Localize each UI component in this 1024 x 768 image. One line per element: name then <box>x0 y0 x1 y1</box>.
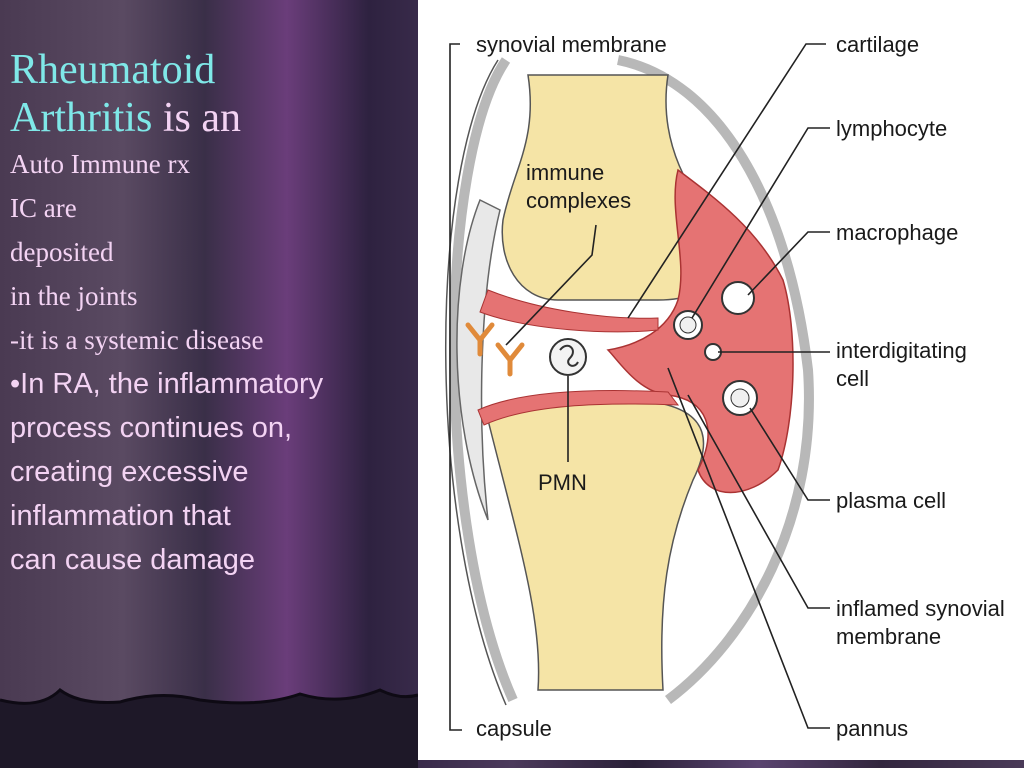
label-membrane: membrane <box>836 624 941 649</box>
joint-diagram-svg: synovial membrane cartilage lymphocyte i… <box>444 32 1005 741</box>
capsule-outer-line <box>444 59 507 706</box>
title-line-2: Arthritis is an <box>10 94 415 142</box>
capsule-outline <box>449 55 814 704</box>
title-line-1: Rheumatoid <box>10 46 415 94</box>
plasma-cell-nucleus <box>730 388 750 408</box>
label-pmn: PMN <box>538 470 587 495</box>
pmn-cell <box>549 338 587 376</box>
title-arthritis: Arthritis <box>10 95 153 141</box>
label-cartilage: cartilage <box>836 32 919 57</box>
bullet-line-2: process continues on, <box>10 412 293 444</box>
label-cell: cell <box>836 366 869 391</box>
lymphocyte-nucleus <box>679 316 697 334</box>
title-rheumatoid: Rheumatoid <box>10 47 216 93</box>
bullet-line-3: creating excessive <box>10 456 249 488</box>
label-interdigitating: interdigitating <box>836 338 967 363</box>
macrophage-cell <box>721 281 755 315</box>
pmn-nucleus <box>559 344 579 367</box>
text-line-2: IC are <box>10 193 77 223</box>
title-is-an: is an <box>162 95 241 141</box>
text-line-3: deposited <box>10 237 114 267</box>
label-plasma-cell: plasma cell <box>836 488 946 513</box>
label-inflamed-synovial: inflamed synovial <box>836 596 1005 621</box>
synovial-fold <box>456 198 501 521</box>
leader-lines <box>449 43 830 731</box>
label-capsule: capsule <box>476 716 552 741</box>
bullet-line-4: inflammation that <box>10 500 231 532</box>
label-synovial-membrane: synovial membrane <box>476 32 667 57</box>
text-line-4: in the joints <box>10 281 138 311</box>
immune-complex-icon-2 <box>495 342 525 377</box>
text-line-1: Auto Immune rx <box>10 149 190 179</box>
text-panel: Rheumatoid Arthritis is an Auto Immune r… <box>10 46 415 582</box>
joint-diagram: synovial membrane cartilage lymphocyte i… <box>418 0 1024 760</box>
bullet-line-5: can cause damage <box>10 544 256 576</box>
label-lymphocyte: lymphocyte <box>836 116 947 141</box>
immune-complex-icon <box>465 322 495 357</box>
label-macrophage: macrophage <box>836 220 958 245</box>
lower-bone <box>487 395 705 691</box>
pannus-band-lower <box>477 390 680 426</box>
label-pannus: pannus <box>836 716 908 741</box>
bullet-line-1: •In RA, the inflammatory <box>10 368 324 400</box>
label-immune: immune <box>526 160 604 185</box>
label-complexes: complexes <box>526 188 631 213</box>
text-line-5: -it is a systemic disease <box>10 325 264 355</box>
